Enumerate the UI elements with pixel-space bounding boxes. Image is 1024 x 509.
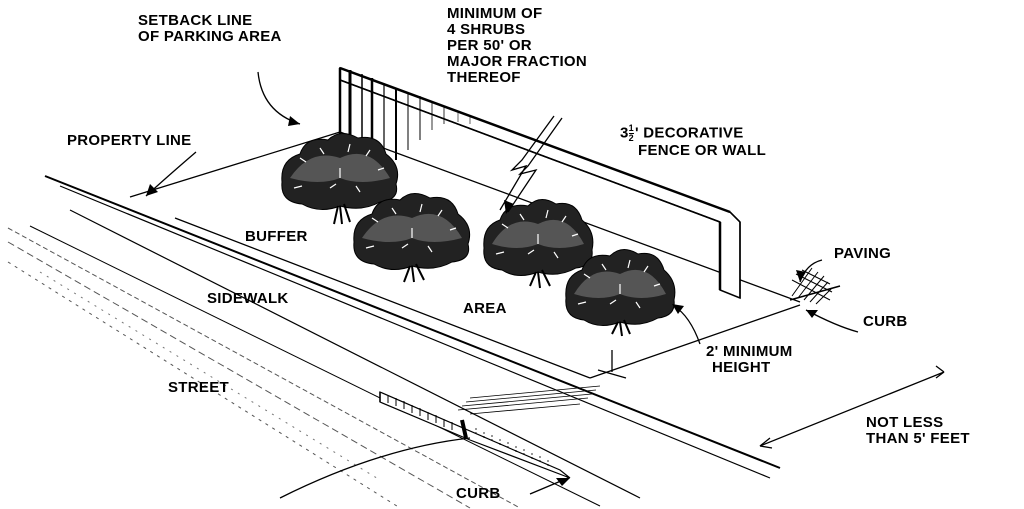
minimum-height-line2: HEIGHT: [712, 359, 771, 376]
fence-height-whole: 3: [620, 124, 629, 142]
minimum-height-line1: 2' MINIMUM: [706, 343, 793, 360]
minimum-shrubs-line2: 4 SHRUBS: [447, 21, 526, 38]
setback-line-label: SETBACK LINE OF PARKING AREA: [138, 13, 282, 45]
setback-line-label-line1: SETBACK LINE: [138, 12, 253, 29]
minimum-shrubs-line3: PER 50' OR: [447, 37, 532, 54]
buffer-label: BUFFER: [245, 228, 308, 245]
paving-hatch: [789, 267, 841, 305]
fence-label-rest: ' DECORATIVE: [634, 124, 744, 142]
decorative-fence: [338, 66, 741, 300]
paving-label: PAVING: [834, 245, 892, 262]
not-less-line1: NOT LESS: [866, 414, 944, 431]
property-line-label: PROPERTY LINE: [67, 132, 192, 149]
area-label: AREA: [463, 300, 507, 317]
setback-line-label-line2: OF PARKING AREA: [138, 28, 282, 45]
sidewalk-label: SIDEWALK: [207, 290, 289, 307]
minimum-shrubs-line5: THEREOF: [447, 69, 521, 86]
fence-frac-num: 1: [628, 123, 634, 133]
fence-frac-den: 2: [628, 133, 634, 143]
minimum-shrubs-line1: MINIMUM OF: [447, 5, 543, 22]
curb-right-label: CURB: [863, 313, 908, 330]
curb-detail: [379, 385, 601, 479]
leaders: [145, 71, 945, 499]
shrub-2: [353, 193, 471, 283]
not-less-line2: THAN 5' FEET: [866, 430, 970, 447]
shrub-1: [281, 133, 399, 225]
arrowheads: [146, 116, 818, 486]
street-label: STREET: [168, 379, 229, 396]
curb-bottom-label: CURB: [456, 485, 501, 502]
not-less-label: NOT LESS THAN 5' FEET: [866, 415, 970, 447]
shrub-4: [565, 249, 676, 337]
street-lines: [7, 227, 521, 509]
fence-label-line2: FENCE OR WALL: [638, 142, 767, 159]
minimum-shrubs-line4: MAJOR FRACTION: [447, 53, 588, 70]
minimum-shrubs-label: MINIMUM OF 4 SHRUBS PER 50' OR MAJOR FRA…: [447, 6, 587, 86]
minimum-height-label: 2' MINIMUM HEIGHT: [706, 344, 793, 376]
sidewalk-edges: [29, 175, 781, 507]
